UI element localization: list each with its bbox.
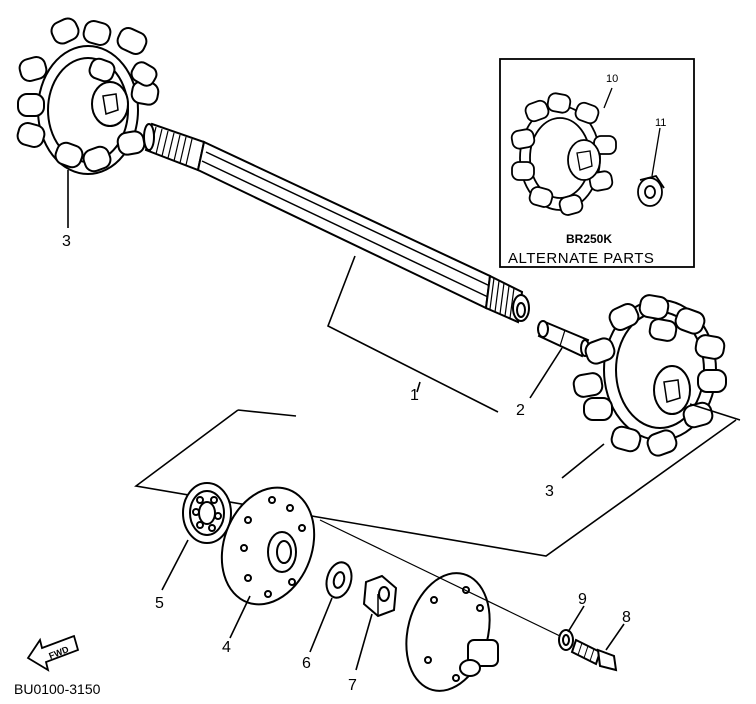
part-number-3-left: 3 [62, 233, 71, 250]
forward-arrow-icon: FWD [26, 634, 80, 672]
alternate-model: BR250K [566, 232, 612, 246]
alt-clip [637, 174, 665, 207]
nut [362, 574, 398, 618]
washer [325, 561, 353, 599]
bolt [570, 638, 618, 672]
part-1-bracket [326, 255, 499, 413]
part-number-8: 8 [622, 609, 631, 626]
bearing-housing [319, 519, 561, 692]
part-2-leader [529, 347, 563, 399]
part-number-7: 7 [348, 677, 357, 694]
assembly-bracket-lines [134, 403, 741, 557]
drawing-code: BU0100-3150 [14, 681, 101, 697]
bearing [182, 482, 232, 544]
part-number-11: 11 [655, 117, 666, 129]
part-6-leader [309, 597, 333, 653]
alternate-title: ALTERNATE PARTS [508, 250, 654, 267]
lock-washer [558, 629, 574, 651]
shaft-bushing [537, 320, 590, 358]
part-number-6: 6 [302, 655, 311, 672]
alternate-parts-box: 10 11 BR250K ALTERNATE PARTS [499, 58, 695, 268]
part-number-4: 4 [222, 639, 231, 656]
part-5-leader [161, 539, 189, 591]
sprocket-right [572, 294, 727, 457]
part-8-leader [605, 623, 625, 651]
part-9-leader [567, 605, 585, 633]
part-number-1: 1 [410, 387, 419, 404]
part-3-right-leader [561, 443, 605, 479]
part-4-leader [229, 595, 251, 639]
part-number-10: 10 [606, 73, 618, 85]
alt-sprocket [510, 92, 617, 216]
part-number-9: 9 [578, 591, 587, 608]
part-10-leader [603, 87, 613, 109]
part-number-2: 2 [516, 402, 525, 419]
part-7-leader [355, 613, 373, 671]
part-number-5: 5 [155, 595, 164, 612]
bearing-plate [220, 486, 316, 606]
sprocket-left [16, 17, 160, 175]
part-11-leader [651, 127, 661, 177]
part-number-3-right: 3 [545, 483, 554, 500]
drive-shaft [143, 122, 530, 324]
